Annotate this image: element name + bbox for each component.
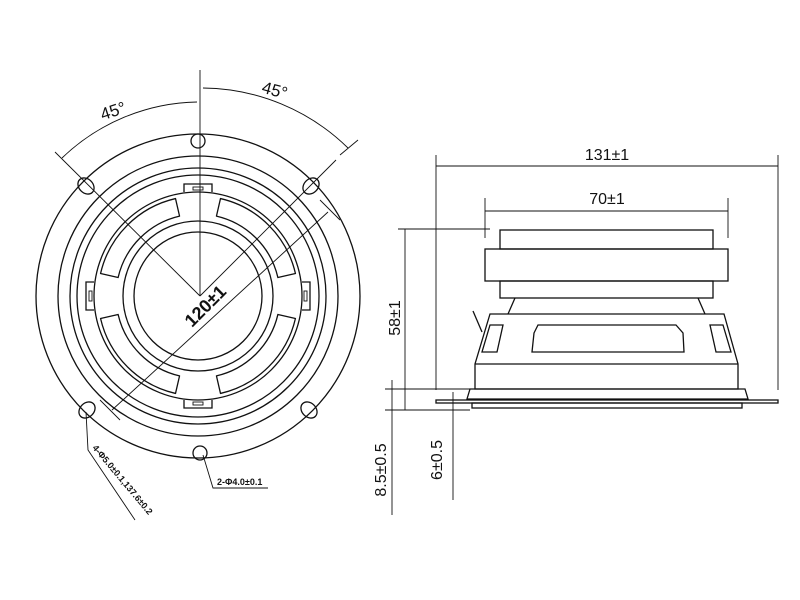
magnet-outer <box>122 220 274 372</box>
side-view: 131±1 70±1 58±1 8.5±0.5 6±0.5 <box>373 147 779 515</box>
small-holes-note: 2-Φ4.0±0.1 <box>217 477 262 487</box>
terminal <box>472 310 483 333</box>
basket-tab <box>183 183 213 192</box>
angle-left-label: 45° <box>98 98 128 124</box>
mount-hole <box>77 177 95 195</box>
basket-inner <box>93 191 303 401</box>
basket-window <box>215 313 297 395</box>
gasket <box>471 402 743 409</box>
basket-tab <box>85 281 94 311</box>
bottom-hole <box>192 445 208 461</box>
top-hole <box>190 133 206 149</box>
magnet-inner <box>133 231 263 361</box>
basket-window <box>481 324 504 353</box>
basket-ring-inner <box>76 174 320 418</box>
basket-window <box>531 324 685 353</box>
magnet-width-label: 70±1 <box>589 191 625 208</box>
overall-width-label: 131±1 <box>585 147 629 164</box>
basket-window <box>709 324 732 353</box>
basket-window <box>99 313 181 395</box>
diameter-label: 120±1 <box>181 281 230 330</box>
basket-windows <box>99 197 297 395</box>
basket-window <box>215 197 297 279</box>
depth-label: 58±1 <box>387 300 404 336</box>
basket-window <box>99 197 181 279</box>
flange <box>466 388 749 400</box>
angle-right-label: 45° <box>260 78 290 103</box>
mount-hole <box>302 177 320 195</box>
front-view: 45° 45° 120±1 4-Φ5.0±0.1,137.6±0.2 2-Φ4.… <box>35 70 361 521</box>
basket-tab <box>302 281 311 311</box>
outer-frame-circle <box>35 133 361 459</box>
flange-thickness-label: 6±0.5 <box>429 440 446 480</box>
basket-tab <box>183 400 213 409</box>
mount-hole <box>78 401 96 419</box>
basket-tabs <box>85 183 311 409</box>
mount-hole <box>300 401 318 419</box>
frame-ring <box>57 155 339 437</box>
mount-holes-note: 4-Φ5.0±0.1,137.6±0.2 <box>90 443 154 517</box>
bottom-plate <box>499 280 714 299</box>
top-plate <box>499 229 714 250</box>
basket-ring-outer <box>69 167 327 425</box>
magnet <box>484 248 729 282</box>
flange-offset-label: 8.5±0.5 <box>373 443 390 496</box>
